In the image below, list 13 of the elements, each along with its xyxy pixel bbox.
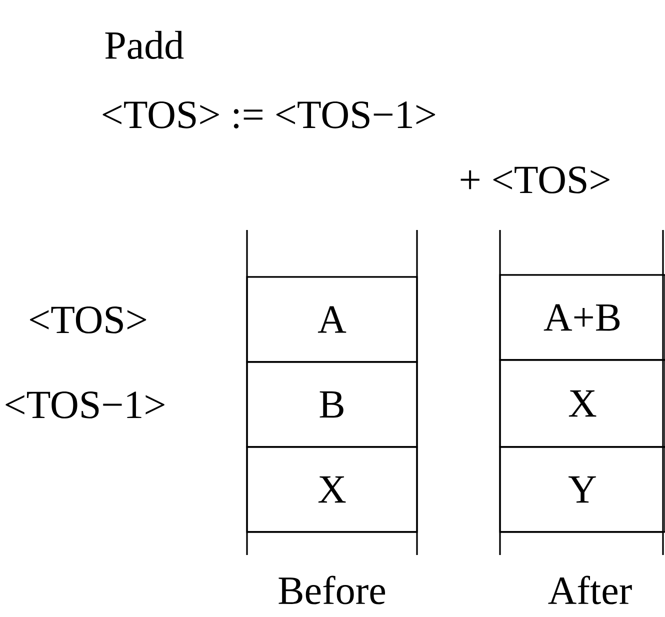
stack-caption: After [548, 576, 632, 604]
formula-line: <TOS> := <TOS−1> [102, 101, 436, 128]
title: Padd [105, 30, 184, 60]
stack-cell: B [246, 361, 418, 448]
stack-caption: Before [278, 576, 386, 604]
stack-cell: A [246, 276, 418, 363]
stack-cell: X [499, 359, 665, 448]
stack-cell: A+B [499, 274, 665, 361]
stack-cell: Y [499, 446, 665, 533]
formula-line: + <TOS> [460, 166, 610, 194]
stack-cell: X [246, 446, 418, 533]
stack-label: <TOS> [30, 306, 146, 334]
stack-label: <TOS−1> [6, 392, 164, 418]
